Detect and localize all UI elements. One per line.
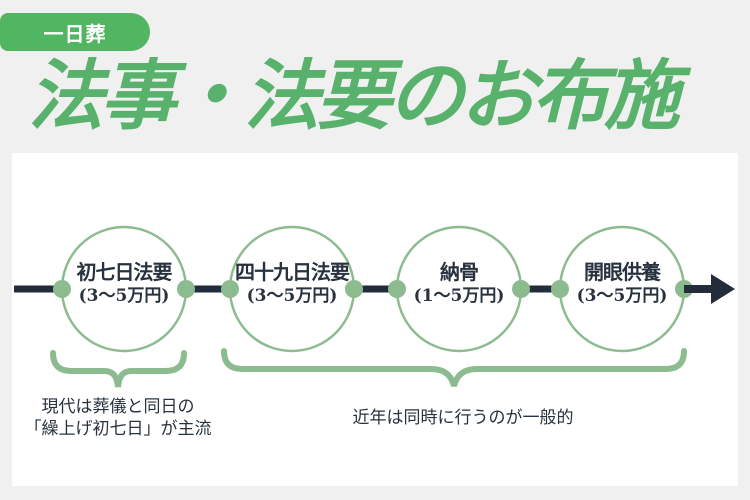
step-name: 納骨 <box>440 260 479 284</box>
connector-dot <box>345 280 363 298</box>
step-fee: (1〜5万円) <box>413 286 505 306</box>
step-name: 開眼供養 <box>584 260 661 284</box>
step-fee: (3〜5万円) <box>246 286 338 306</box>
step-name: 四十九日法要 <box>235 260 350 284</box>
right-brace <box>221 348 687 387</box>
connector-dot <box>388 280 406 298</box>
step-fee: (3〜5万円) <box>576 286 668 306</box>
diagram-card: 初七日法要 (3〜5万円) 四十九日法要 (3〜5万円) 納骨 (1〜5万円) … <box>12 153 738 486</box>
step-fee: (3〜5万円) <box>78 286 170 306</box>
arrowhead-icon <box>711 274 735 304</box>
connector-dot <box>221 280 239 298</box>
timeline-diagram <box>14 225 735 388</box>
note-left-line2: 「繰上げ初七日」が主流 <box>24 419 212 439</box>
page-title: 法事・法要のお布施 <box>28 51 680 140</box>
step-label-kaigenkuyo: 開眼供養 (3〜5万円) <box>554 260 690 308</box>
note-right: 近年は同時に行うのが一般的 <box>352 408 574 428</box>
step-label-nokotsu: 納骨 (1〜5万円) <box>391 260 527 308</box>
step-label-shonanoka: 初七日法要 (3〜5万円) <box>56 260 192 308</box>
step-label-shijukunichi: 四十九日法要 (3〜5万円) <box>224 260 360 308</box>
note-left-line1: 現代は葬儀と同日の <box>41 397 195 417</box>
connector-dot <box>177 280 195 298</box>
left-brace <box>50 350 187 388</box>
connector-dot <box>551 280 569 298</box>
note-left: 現代は葬儀と同日の 「繰上げ初七日」が主流 <box>12 396 224 440</box>
badge-label: 一日葬 <box>43 21 107 46</box>
connector-dot <box>512 280 530 298</box>
connector-dot <box>53 280 71 298</box>
one-day-funeral-badge: 一日葬 <box>0 13 150 51</box>
step-name: 初七日法要 <box>76 260 173 284</box>
